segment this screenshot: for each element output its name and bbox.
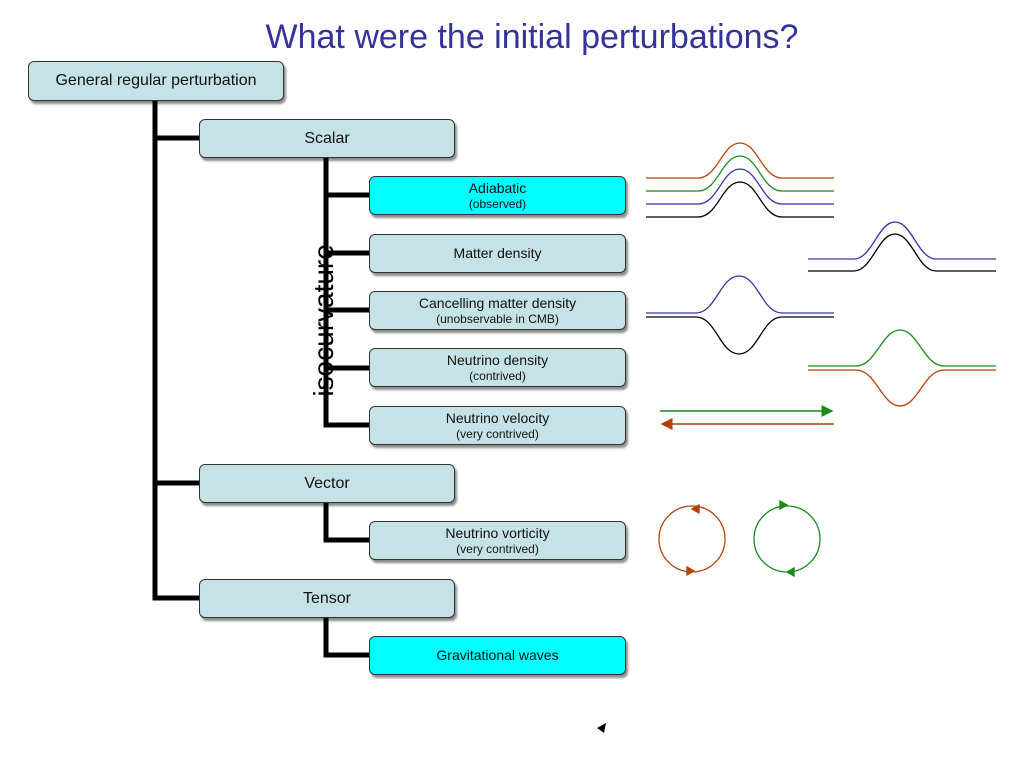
tensor-node: Tensor bbox=[199, 579, 455, 618]
pointer-icon bbox=[597, 723, 606, 733]
matter-density-curves-icon bbox=[808, 221, 996, 272]
root-node: General regular perturbation bbox=[28, 61, 284, 101]
gravitational-waves-label: Gravitational waves bbox=[436, 647, 559, 663]
matter-density-node: Matter density bbox=[369, 234, 626, 273]
root-node-label: General regular perturbation bbox=[55, 72, 257, 89]
neutrino-vorticity-node: Neutrino vorticity (very contrived) bbox=[369, 521, 626, 560]
scalar-node: Scalar bbox=[199, 119, 455, 158]
neutrino-density-label: Neutrino density bbox=[446, 351, 549, 368]
neutrino-velocity-note: (very contrived) bbox=[456, 426, 539, 441]
page-title: What were the initial perturbations? bbox=[265, 18, 799, 56]
neutrino-density-curves-icon bbox=[808, 329, 996, 407]
vector-node: Vector bbox=[199, 464, 455, 503]
neutrino-velocity-label: Neutrino velocity bbox=[445, 409, 550, 426]
neutrino-density-node: Neutrino density (contrived) bbox=[369, 348, 626, 387]
matter-density-label: Matter density bbox=[453, 245, 542, 261]
adiabatic-label: Adiabatic bbox=[468, 179, 527, 196]
adiabatic-node: Adiabatic (observed) bbox=[369, 176, 626, 215]
gravitational-waves-node: Gravitational waves bbox=[369, 636, 626, 675]
tensor-node-label: Tensor bbox=[302, 589, 352, 607]
cancelling-matter-density-label: Cancelling matter density bbox=[418, 294, 577, 311]
vorticity-circles-icon bbox=[658, 499, 821, 578]
neutrino-vorticity-label: Neutrino vorticity bbox=[445, 524, 550, 541]
neutrino-vorticity-note: (very contrived) bbox=[456, 541, 539, 556]
scalar-node-label: Scalar bbox=[304, 129, 350, 147]
cancelling-matter-density-note: (unobservable in CMB) bbox=[436, 311, 559, 326]
neutrino-velocity-node: Neutrino velocity (very contrived) bbox=[369, 406, 626, 445]
cancelling-matter-density-node: Cancelling matter density (unobservable … bbox=[369, 291, 626, 330]
neutrino-density-note: (contrived) bbox=[469, 368, 526, 383]
cancelling-density-curves-icon bbox=[646, 275, 834, 355]
adiabatic-curves-icon bbox=[646, 142, 834, 218]
vector-node-label: Vector bbox=[304, 474, 350, 492]
neutrino-velocity-arrows-icon bbox=[660, 405, 834, 430]
adiabatic-note: (observed) bbox=[468, 196, 527, 211]
